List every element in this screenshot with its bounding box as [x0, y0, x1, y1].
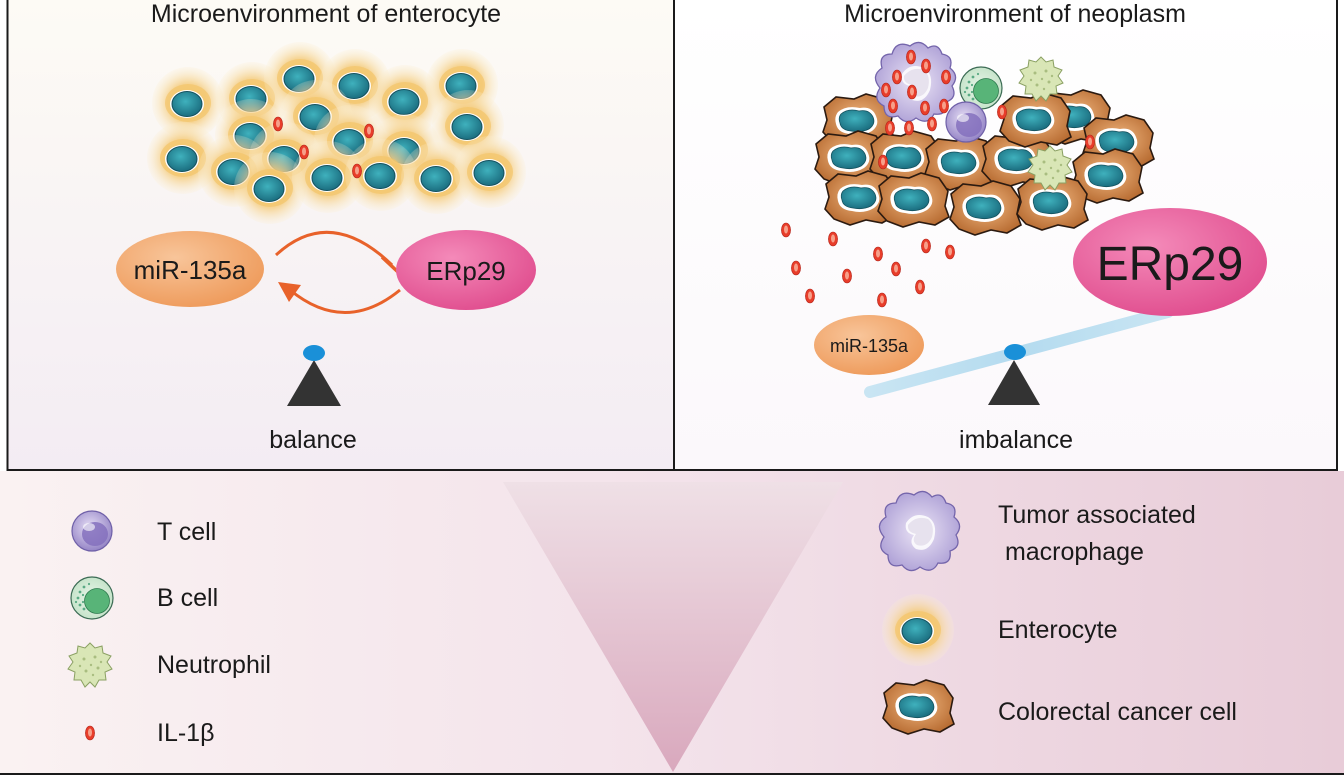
legend-neutrophil: Neutrophil	[157, 651, 271, 679]
t-cell-icon	[71, 510, 113, 552]
legend-cancer-cell: Colorectal cancer cell	[998, 698, 1237, 726]
downward-triangle	[503, 482, 843, 772]
erp29-label-left: ERp29	[426, 256, 506, 286]
legend-macrophage-line2: macrophage	[998, 538, 1144, 566]
inhibition-bar	[380, 255, 400, 274]
pivot-dot	[303, 345, 325, 361]
mirna-label-left: miR-135a	[134, 255, 247, 285]
activation-arrow	[289, 288, 401, 314]
b-cell-icon	[70, 576, 114, 620]
mirna-node-right	[814, 315, 924, 375]
fulcrum-icon-right	[988, 360, 1040, 405]
mirna-node-left	[116, 231, 264, 307]
regulation-loop	[274, 230, 401, 314]
legend-b-cell: B cell	[157, 584, 218, 612]
left-panel-title: Microenvironment of enterocyte	[151, 0, 501, 28]
erp29-node-right	[1073, 208, 1267, 316]
fulcrum-icon	[287, 360, 341, 406]
inhibition-arrow	[274, 230, 394, 267]
legend-left: T cell B cell Neutrophil IL-1β	[67, 510, 271, 747]
erp29-node-left	[396, 230, 536, 310]
legend-il1b: IL-1β	[157, 719, 214, 747]
right-state-label: imbalance	[959, 426, 1073, 454]
left-state-label: balance	[269, 426, 357, 454]
cancer-cell-icon	[882, 679, 955, 735]
legend-macrophage-line1: Tumor associated	[998, 501, 1196, 529]
il1b-icon	[84, 725, 96, 741]
pivot-dot-right	[1004, 344, 1026, 360]
legend-t-cell: T cell	[157, 518, 216, 546]
macrophage-icon	[878, 490, 961, 572]
legend-enterocyte: Enterocyte	[998, 616, 1118, 644]
right-panel-title: Microenvironment of neoplasm	[844, 0, 1186, 28]
legend-right: Tumor associated macrophage Enterocyte C…	[878, 490, 1237, 735]
activation-arrowhead	[278, 282, 301, 302]
enterocyte-icon	[881, 593, 955, 667]
erp29-label-right: ERp29	[1097, 238, 1244, 291]
mirna-label-right: miR-135a	[830, 336, 909, 356]
